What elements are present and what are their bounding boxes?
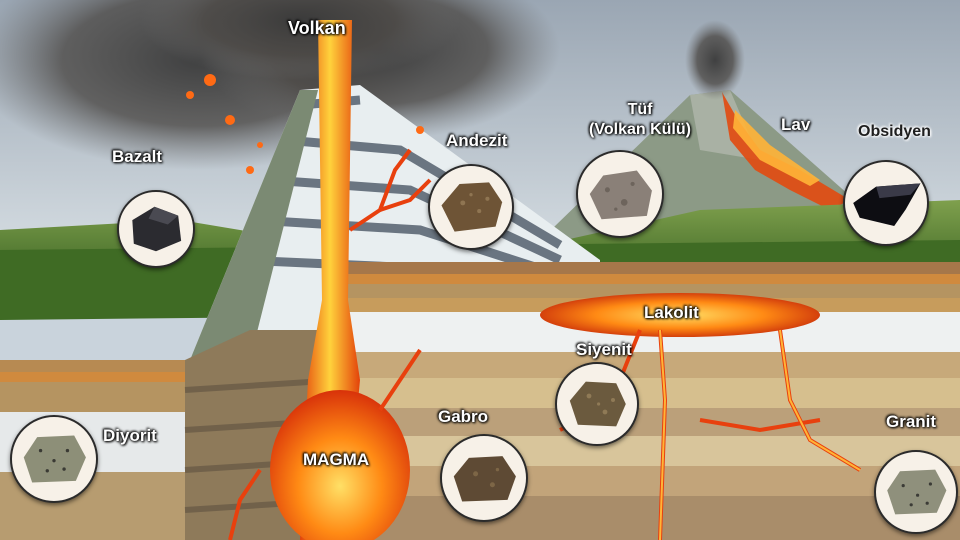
label-granit: Granit bbox=[886, 412, 937, 431]
gabro-sample bbox=[440, 434, 528, 522]
obsidyen-rock-icon bbox=[853, 183, 921, 226]
label-obsidyen: Obsidyen bbox=[858, 123, 931, 140]
bazalt-rock-icon bbox=[132, 206, 182, 252]
tuf-rock-icon bbox=[589, 170, 652, 220]
siyenit-rock-icon bbox=[569, 381, 626, 427]
obsidyen-sample bbox=[843, 160, 929, 246]
label-andezit: Andezit bbox=[446, 131, 508, 150]
tuf-sample bbox=[576, 150, 664, 238]
label-lakolit: Lakolit bbox=[644, 303, 699, 322]
label-tuf-line1: Tüf bbox=[627, 101, 653, 118]
andezit-rock-icon bbox=[441, 182, 503, 232]
label-diyorit: Diyorit bbox=[103, 426, 157, 445]
label-volkan: Volkan bbox=[288, 18, 346, 38]
siyenit-sample bbox=[555, 362, 639, 446]
label-tuf-line2: (Volkan Külü) bbox=[589, 121, 691, 138]
andezit-sample bbox=[428, 164, 514, 250]
granit-sample bbox=[874, 450, 958, 534]
diyorit-rock-icon bbox=[23, 435, 86, 483]
gabro-rock-icon bbox=[453, 456, 516, 502]
label-lav: Lav bbox=[781, 115, 811, 134]
diyorit-sample bbox=[10, 415, 98, 503]
label-siyenit: Siyenit bbox=[576, 340, 632, 359]
label-bazalt: Bazalt bbox=[112, 147, 163, 166]
granit-rock-icon bbox=[887, 469, 947, 515]
label-gabro: Gabro bbox=[438, 407, 489, 426]
label-tuf: Tüf (Volkan Külü) bbox=[570, 100, 710, 140]
bazalt-sample bbox=[117, 190, 195, 268]
label-magma: MAGMA bbox=[303, 450, 370, 469]
